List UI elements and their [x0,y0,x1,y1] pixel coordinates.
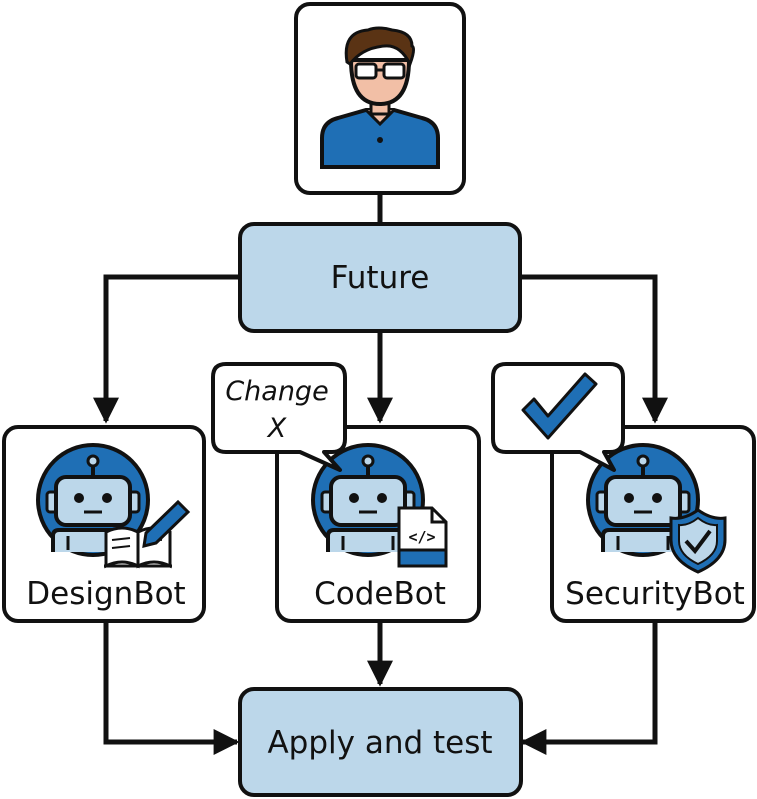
edge-future-designbot [93,274,240,424]
bubble-text-line1: Change [225,376,328,407]
book-pen-icon [104,499,191,569]
checkmark-icon [521,372,598,440]
apply-and-test-node: Apply and test [238,687,523,797]
future-label: Future [331,260,430,296]
codebot-node: </> CodeBot [275,425,481,623]
user-node [294,2,466,195]
connectors [93,193,668,755]
change-x-bubble: Change X [211,362,347,472]
code-glyph: </> [408,528,435,546]
securitybot-label: SecurityBot [565,576,745,612]
apply-and-test-label: Apply and test [267,725,492,761]
designbot-label: DesignBot [26,576,185,612]
shield-check-icon [669,508,727,574]
codebot-label: CodeBot [314,576,446,612]
edge-future-securitybot [520,274,668,424]
bubble-text-line2: X [266,413,287,444]
future-node: Future [238,222,522,333]
checkmark-bubble [491,362,625,472]
code-file-icon: </> [397,506,448,568]
edge-designbot-apply [103,621,240,755]
securitybot-node: SecurityBot [550,425,756,623]
edge-securitybot-apply [520,621,658,755]
user-avatar-icon [320,26,440,169]
designbot-node: DesignBot [2,425,206,623]
